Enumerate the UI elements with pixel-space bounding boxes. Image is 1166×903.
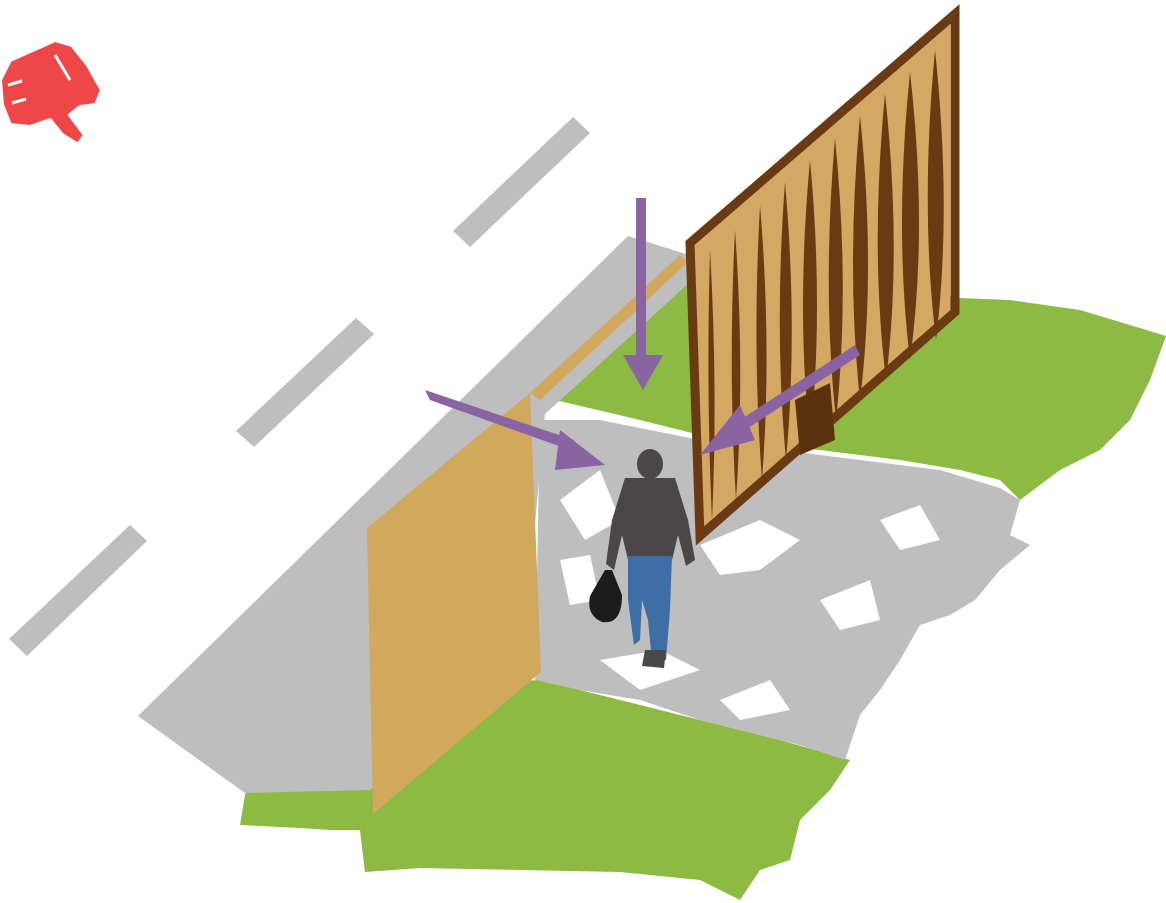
person-shoe	[642, 650, 666, 668]
thumbs-down-icon	[0, 40, 102, 145]
person-head	[637, 449, 663, 479]
